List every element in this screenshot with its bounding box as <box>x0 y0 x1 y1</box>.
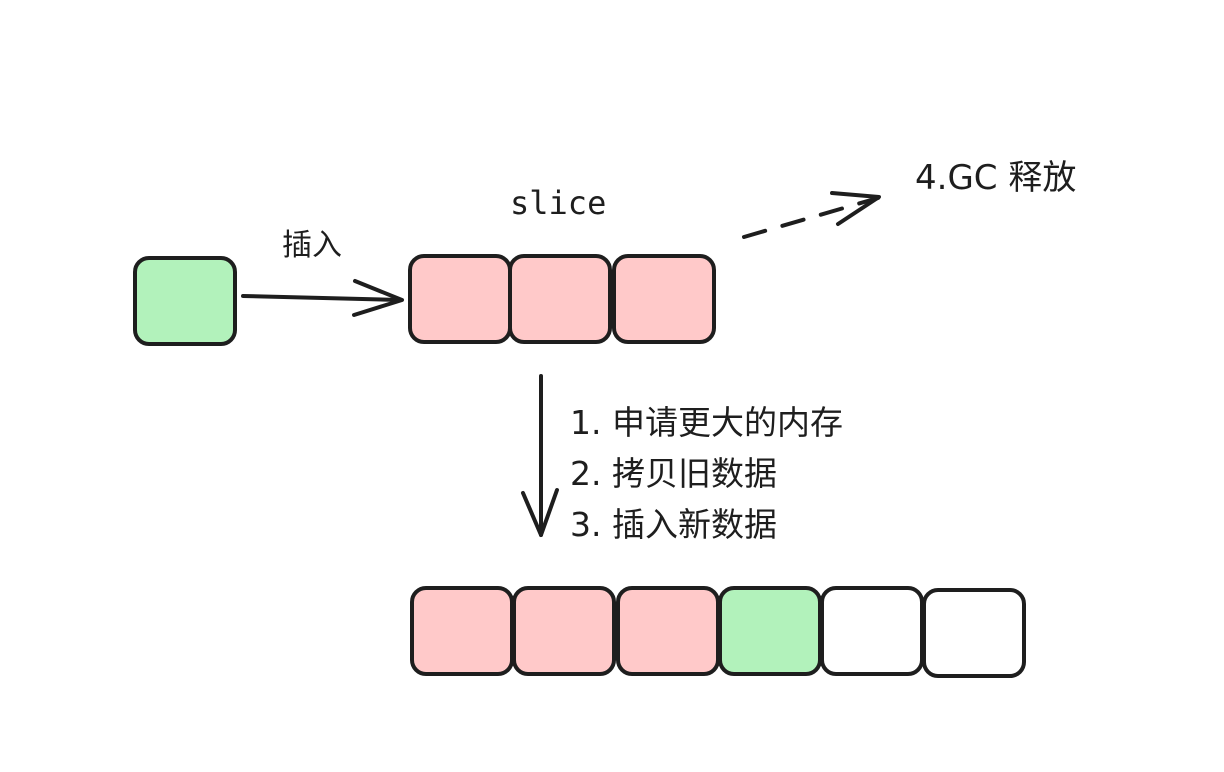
gc-arrow <box>742 191 881 239</box>
grow-arrow <box>521 374 559 537</box>
slice-cell <box>922 588 1026 678</box>
slice-cell <box>508 254 612 344</box>
slice-cell <box>820 586 924 676</box>
new-element-box <box>133 256 237 346</box>
slice-cell <box>410 586 514 676</box>
slice-cell <box>408 254 512 344</box>
insert-arrow <box>241 279 404 317</box>
insert-label: 插入 <box>282 228 342 263</box>
slice-cell <box>612 254 716 344</box>
step-item: 1. 申请更大的内存 <box>570 403 843 442</box>
slice-cell <box>718 586 822 676</box>
slice-cell <box>512 586 616 676</box>
gc-label: 4.GC 释放 <box>915 158 1077 198</box>
slice-cell <box>616 586 720 676</box>
slice-label: slice <box>510 184 607 222</box>
step-item: 2. 拷贝旧数据 <box>570 454 777 493</box>
step-item: 3. 插入新数据 <box>570 505 777 544</box>
